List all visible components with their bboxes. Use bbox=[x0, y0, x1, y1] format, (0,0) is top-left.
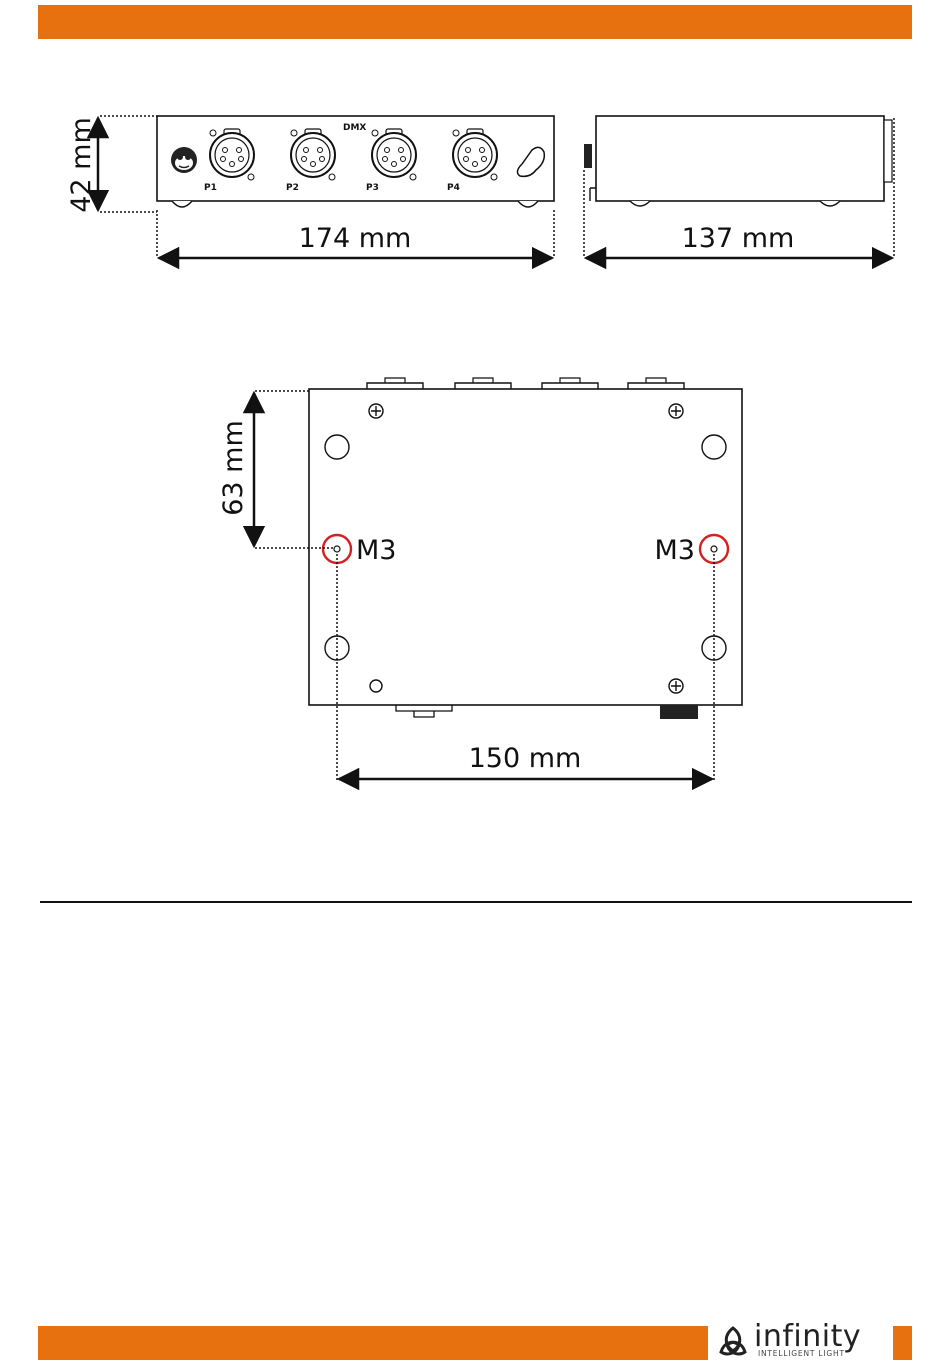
m3-label-left: M3 bbox=[356, 535, 396, 566]
port-label-p3: P3 bbox=[366, 183, 379, 193]
screw-icon bbox=[669, 679, 683, 693]
monkey-logo-icon bbox=[171, 147, 197, 173]
offset-dimension-label: 63 mm bbox=[218, 420, 249, 516]
port-label-p2: P2 bbox=[286, 183, 299, 193]
spacing-dimension-label: 150 mm bbox=[469, 743, 582, 774]
side-view: 137 mm bbox=[584, 116, 894, 258]
triquetra-logo-icon bbox=[716, 1325, 750, 1359]
bottom-top-connectors bbox=[367, 383, 684, 389]
port-label-p1: P1 bbox=[204, 183, 217, 193]
side-connector bbox=[584, 144, 592, 168]
bottom-view: M3 M3 63 mm 150 mm bbox=[218, 378, 742, 781]
power-connector bbox=[660, 705, 698, 719]
height-dimension-label: 42 mm bbox=[66, 117, 97, 213]
section-divider bbox=[40, 901, 912, 903]
front-view: DMX P1 P2 P3 P4 42 mm 174 mm bbox=[66, 116, 554, 258]
screw-icon bbox=[369, 404, 383, 418]
height-extension-lines bbox=[100, 116, 157, 212]
footer-accent-bar bbox=[38, 1326, 708, 1360]
front-feet bbox=[172, 201, 538, 207]
brand-logo: infinity INTELLIGENT LIGHT bbox=[712, 1322, 888, 1362]
depth-dimension-label: 137 mm bbox=[682, 223, 795, 254]
bottom-lower-connector bbox=[396, 705, 452, 717]
m3-label-right: M3 bbox=[655, 535, 695, 566]
width-dimension-label: 174 mm bbox=[299, 223, 412, 254]
port-label-p4: P4 bbox=[447, 183, 460, 193]
small-hole bbox=[370, 680, 382, 692]
footer-accent-tab bbox=[893, 1326, 912, 1360]
screw-icon bbox=[669, 404, 683, 418]
side-panel-outline bbox=[596, 116, 884, 201]
front-panel-label: DMX bbox=[343, 123, 366, 133]
brand-tagline: INTELLIGENT LIGHT bbox=[758, 1349, 845, 1358]
foot-hole bbox=[702, 435, 726, 459]
foot-hole bbox=[325, 435, 349, 459]
